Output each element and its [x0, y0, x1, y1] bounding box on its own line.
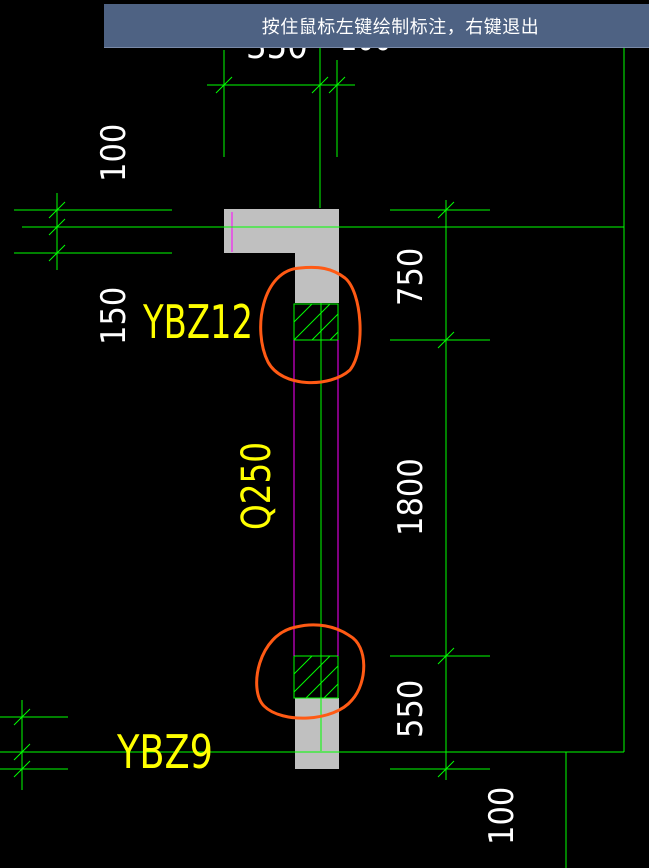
label-q250: Q250 — [234, 442, 280, 530]
dim-text-right-1800: 1800 — [391, 458, 431, 536]
label-ybz12: YBZ12 — [142, 295, 253, 349]
column-ybz12 — [224, 209, 339, 303]
dim-text-right-750: 750 — [391, 248, 431, 306]
hatch-block-lower — [293, 655, 339, 699]
dim-text-bottom-100: 100 — [482, 787, 522, 845]
wall-q250-lines — [231, 212, 339, 656]
dimension-lines — [0, 46, 625, 868]
markup-circle-upper — [259, 265, 362, 385]
dim-text-right-550: 550 — [391, 680, 431, 738]
dim-text-left-150: 150 — [94, 287, 134, 345]
command-hint-text: 按住鼠标左键绘制标注，右键退出 — [261, 16, 540, 38]
command-hint-bar: 按住鼠标左键绘制标注，右键退出 — [104, 4, 649, 48]
hatch-block-upper — [293, 303, 339, 341]
column-ybz9 — [295, 698, 339, 769]
label-ybz9: YBZ9 — [116, 725, 213, 779]
dim-text-left-100: 100 — [94, 124, 134, 182]
markup-circle-lower — [255, 623, 366, 720]
